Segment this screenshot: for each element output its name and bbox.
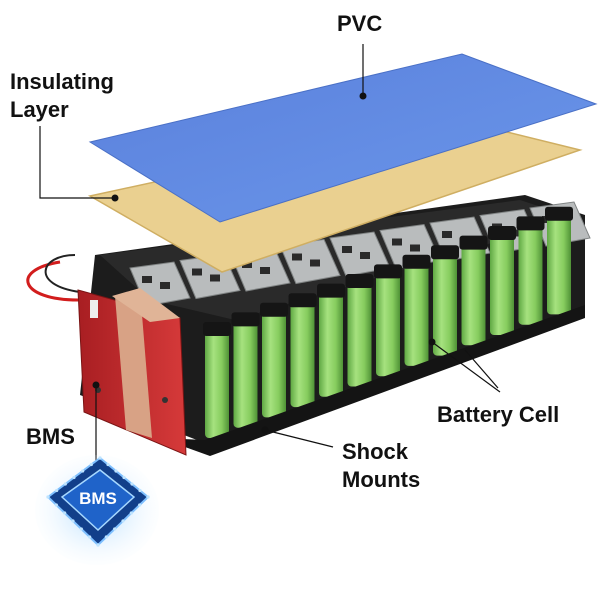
chip-pin [88, 535, 92, 539]
label-bms: BMS [26, 424, 75, 449]
bms-chip-icon: BMS [35, 455, 159, 565]
strip-slot [360, 252, 370, 259]
battery-cell [545, 206, 573, 315]
battery-cell [317, 283, 345, 397]
bms-chip-label: BMS [79, 489, 117, 508]
bms-wire-red [26, 260, 79, 302]
battery-cell [231, 312, 260, 428]
chip-pin [114, 469, 118, 473]
battery-cell [288, 293, 317, 408]
chip-pin [98, 456, 102, 460]
bms-wire-black [44, 254, 81, 293]
battery-cell [203, 322, 231, 438]
chip-pin [104, 535, 108, 539]
strip-slot [342, 246, 352, 253]
label-shock-line1: Shock [342, 439, 409, 464]
chip-pin [138, 503, 142, 507]
strip-slot [160, 282, 170, 289]
chip-pin [106, 462, 110, 467]
leader-dot-bms [92, 381, 100, 389]
chip-pin [63, 511, 67, 515]
chip-pin [129, 511, 133, 515]
chip-pin [89, 462, 93, 467]
tape-band-top [112, 288, 180, 322]
strip-slot [392, 238, 402, 246]
leader-dot-insulating [111, 194, 119, 202]
chip-pin [55, 488, 59, 493]
battery-cell [459, 235, 488, 346]
battery-cell [260, 302, 288, 418]
strip-slot [142, 276, 152, 283]
chip-pin [96, 543, 100, 547]
leader-shock [264, 429, 334, 448]
bms-connector [90, 300, 98, 318]
chip-pin [54, 503, 58, 507]
chip-pin [79, 527, 83, 531]
battery-cells [203, 206, 573, 438]
chip-pin [81, 469, 85, 473]
strip-slot [192, 268, 202, 276]
label-battery-cell: Battery Cell [437, 402, 560, 427]
chip-pin [146, 495, 150, 499]
battery-cell [516, 216, 545, 325]
tape-band [115, 290, 152, 438]
strip-slot [260, 267, 270, 274]
chip-pin [113, 527, 117, 531]
chip-pin [138, 488, 142, 493]
label-pvc: PVC [337, 11, 383, 36]
strip-slot [442, 231, 452, 238]
pvc-sheet [88, 53, 598, 223]
chip-pin [121, 519, 125, 523]
battery-cell [402, 254, 431, 366]
leader-dot-pvc [359, 92, 367, 100]
chip-pin [72, 475, 76, 480]
chip-pin [71, 519, 75, 523]
chip-pin [130, 482, 134, 486]
strip-slot [310, 259, 320, 267]
label-insulating-line1: Insulating [10, 69, 114, 94]
strip-slot [410, 244, 420, 252]
battery-cell [374, 264, 402, 377]
bottom-holder [160, 305, 585, 456]
battery-cell [431, 245, 459, 356]
chip-pin [46, 495, 50, 499]
battery-cell [488, 226, 516, 335]
bms-screw [162, 397, 168, 403]
leader-insulating [39, 126, 115, 199]
battery-cell [345, 274, 374, 387]
leader-dot-shock [261, 426, 269, 434]
label-shock-line2: Mounts [342, 467, 421, 492]
leader-battery [464, 349, 499, 389]
strip-slot [242, 261, 252, 268]
label-insulating-line2: Layer [10, 97, 69, 122]
strip-slot [292, 253, 302, 261]
strip-slot [210, 274, 220, 282]
chip-pin [122, 475, 126, 480]
chip-pin [63, 482, 67, 486]
